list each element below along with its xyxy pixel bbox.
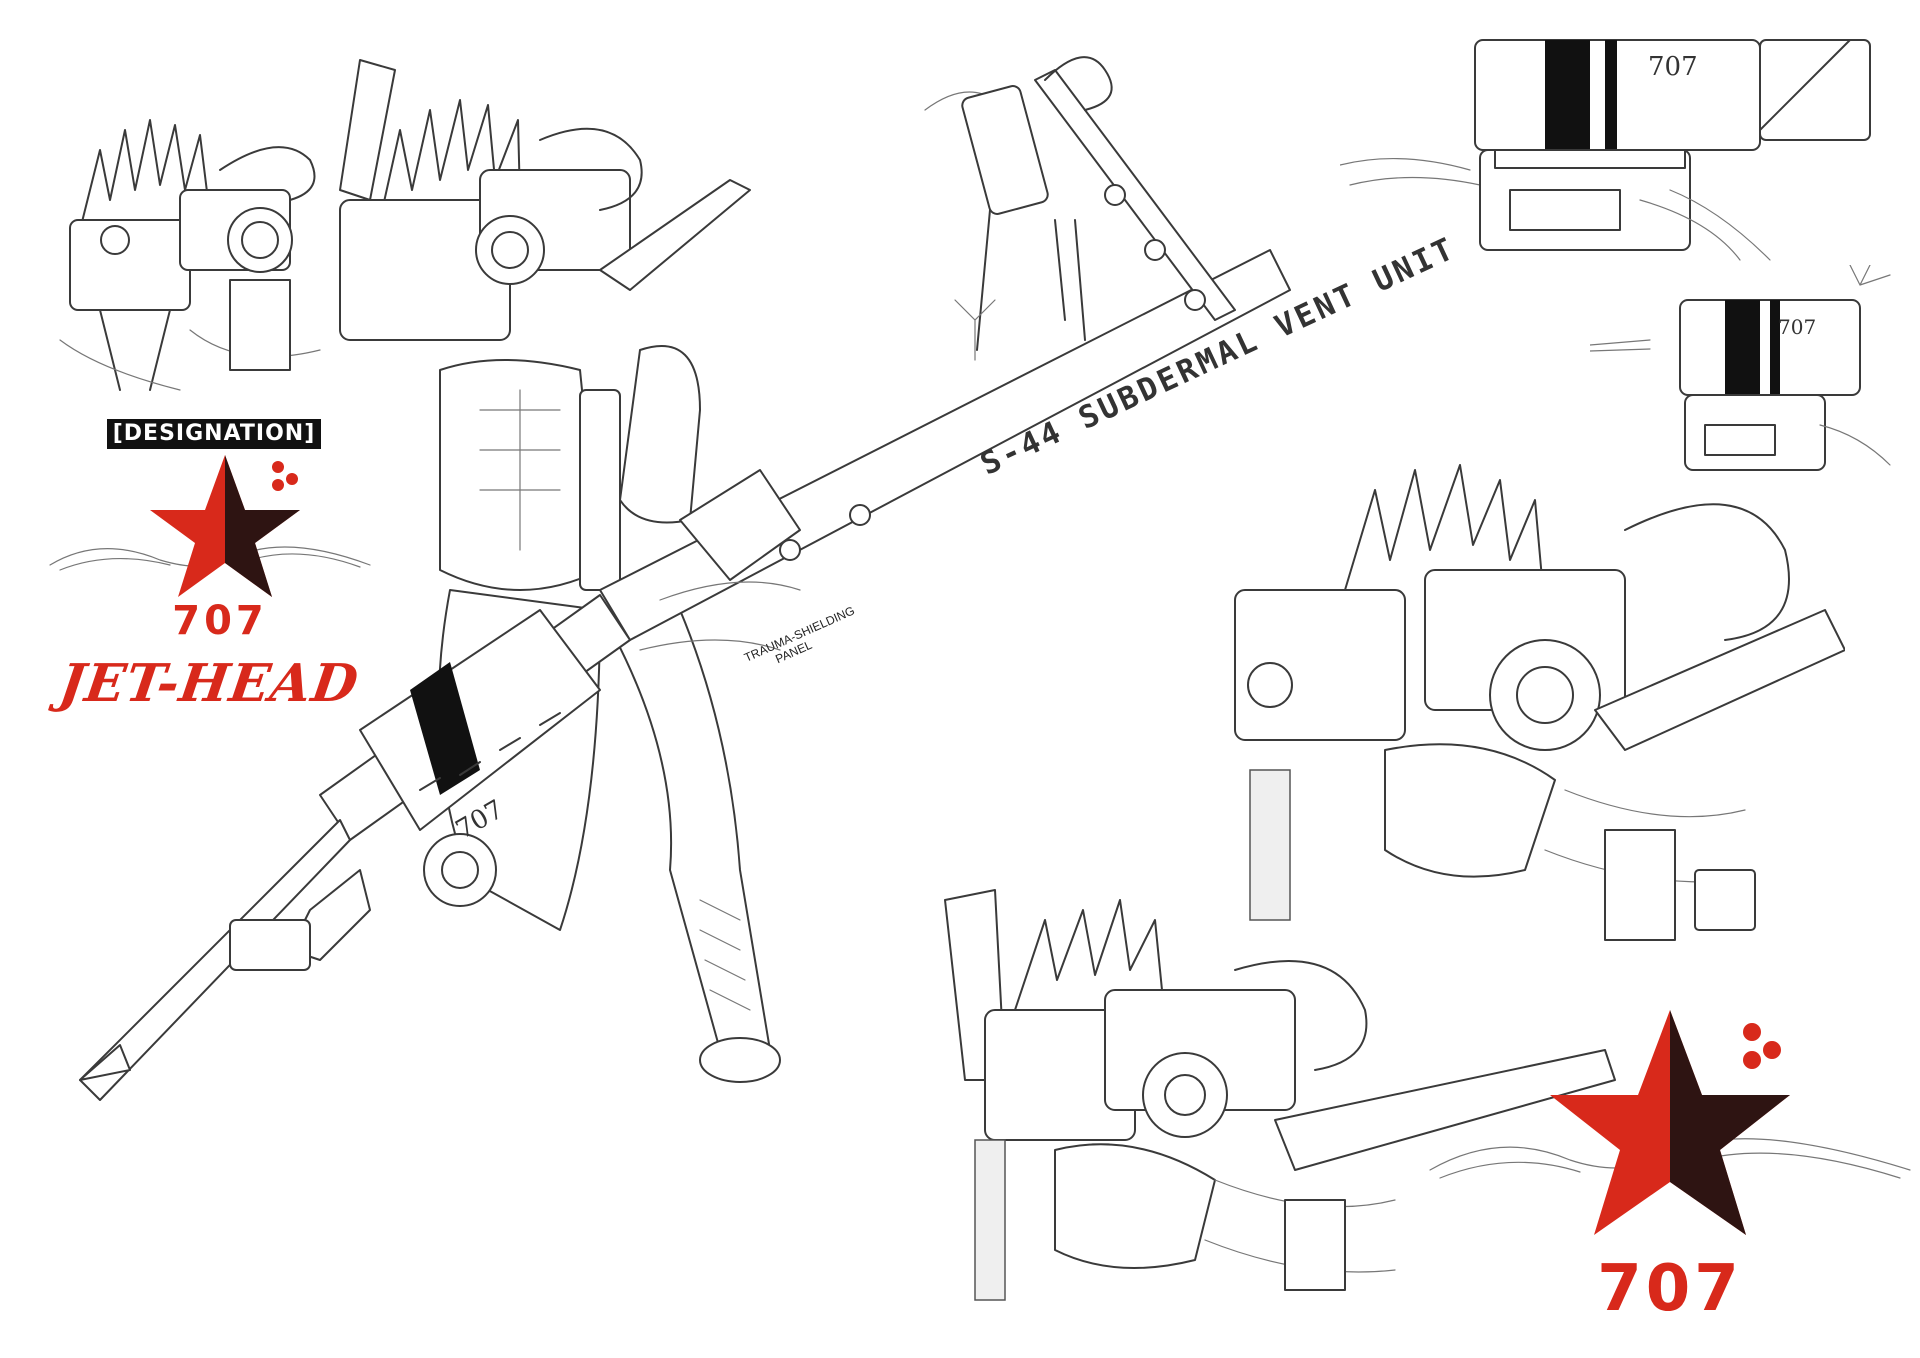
full-figure-with-rod <box>40 50 1580 1170</box>
vent-unit-open <box>1590 265 1920 475</box>
logo-number-large: 707 <box>1597 1252 1743 1326</box>
case-marking-open: 707 <box>1778 315 1817 339</box>
case-marking-closed: 707 <box>1648 52 1698 82</box>
star-logo-large <box>1420 1010 1920 1260</box>
logo-number-small: 707 <box>172 598 268 644</box>
head-study-bottom <box>935 880 1625 1320</box>
head-study-top-left <box>40 90 340 410</box>
rod-detail-study <box>915 20 1265 420</box>
designation-tag: [DESIGNATION] <box>107 419 321 449</box>
head-study-closeup <box>1225 450 1845 970</box>
star-logo-small <box>40 455 380 615</box>
vent-unit-closed <box>1340 20 1900 270</box>
